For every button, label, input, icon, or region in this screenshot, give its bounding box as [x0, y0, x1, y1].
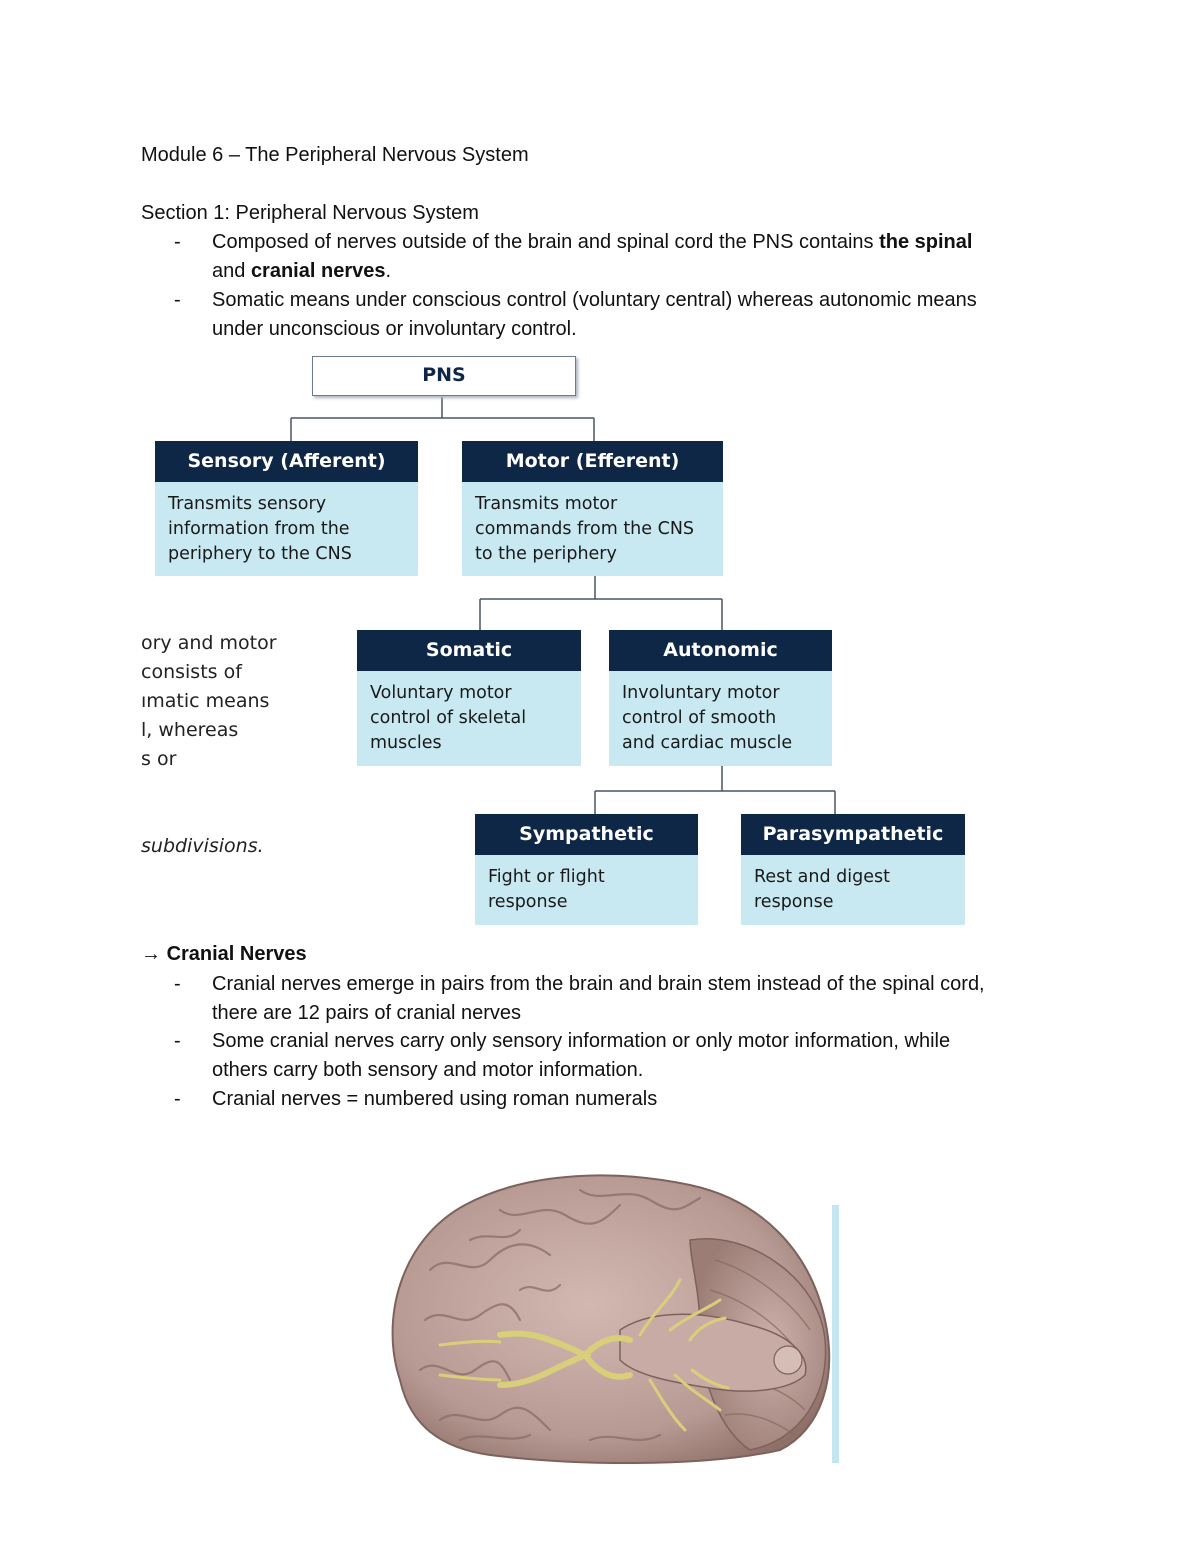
- bullet-marker: -: [174, 231, 181, 253]
- text-run: Composed of nerves outside of the brain …: [212, 231, 880, 253]
- autonomic-node-title: Autonomic: [609, 630, 832, 671]
- section-1-bullet-1: Composed of nerves outside of the brain …: [212, 228, 1052, 286]
- bullet-line: there are 12 pairs of cranial nerves: [212, 1002, 522, 1024]
- pns-connector: [290, 397, 595, 441]
- cranial-bullet-2: Some cranial nerves carry only sensory i…: [212, 1027, 1052, 1085]
- node-line: Involuntary motor: [622, 683, 780, 703]
- bullet-marker: -: [174, 1030, 181, 1052]
- node-line: periphery to the CNS: [168, 544, 352, 564]
- bullet-line: Cranial nerves emerge in pairs from the …: [212, 973, 985, 995]
- bullet-line: Somatic means under conscious control (v…: [212, 289, 977, 311]
- node-line: muscles: [370, 733, 442, 753]
- module-title: Module 6 – The Peripheral Nervous System: [141, 144, 529, 166]
- node-line: to the periphery: [475, 544, 617, 564]
- pns-root-node: PNS: [312, 356, 576, 396]
- node-line: Rest and digest: [754, 867, 890, 887]
- node-line: Voluntary motor: [370, 683, 512, 703]
- text-run: .: [385, 260, 392, 282]
- brain-inferior-view-illustration: [391, 1174, 839, 1464]
- bullet-marker: -: [174, 973, 181, 995]
- section-1-bullet-2: Somatic means under conscious control (v…: [212, 286, 1052, 344]
- bullet-line: Some cranial nerves carry only sensory i…: [212, 1030, 951, 1052]
- sympathetic-node-title: Sympathetic: [475, 814, 698, 855]
- heading-text: Cranial Nerves: [166, 943, 307, 965]
- bullet-marker: -: [174, 289, 181, 311]
- node-line: Transmits motor: [475, 494, 618, 514]
- motor-node-title: Motor (Efferent): [462, 441, 723, 482]
- bullet-line: Cranial nerves = numbered using roman nu…: [212, 1088, 658, 1110]
- cranial-bullet-1: Cranial nerves emerge in pairs from the …: [212, 970, 1052, 1028]
- cropped-text-line: consists of: [141, 661, 242, 683]
- cropped-text-line: l, whereas: [141, 719, 239, 741]
- bold-text-run: the spinal: [879, 231, 973, 253]
- bold-text-run: cranial nerves: [250, 260, 386, 282]
- cranial-nerves-heading: → Cranial Nerves: [141, 940, 307, 969]
- right-arrow-icon: →: [141, 943, 161, 965]
- bullet-line: and cranial nerves.: [212, 257, 1052, 286]
- parasympathetic-node-title: Parasympathetic: [741, 814, 965, 855]
- node-line: information from the: [168, 519, 350, 539]
- node-line: Fight or flight: [488, 867, 605, 887]
- node-line: control of skeletal: [370, 708, 527, 728]
- sympathetic-node-body: Fight or flight response: [475, 855, 698, 925]
- bullet-line: others carry both sensory and motor info…: [212, 1059, 644, 1081]
- parasympathetic-node-body: Rest and digest response: [741, 855, 965, 925]
- node-line: response: [488, 892, 568, 912]
- bullet-marker: -: [174, 1088, 181, 1110]
- autonomic-node-body: Involuntary motor control of smooth and …: [609, 671, 832, 766]
- node-line: response: [754, 892, 834, 912]
- somatic-node-title: Somatic: [357, 630, 581, 671]
- motor-connector: [479, 576, 723, 630]
- node-line: Transmits sensory: [168, 494, 327, 514]
- cropped-text-line: subdivisions.: [141, 835, 264, 857]
- cropped-text-line: ory and motor: [141, 632, 277, 654]
- motor-node-body: Transmits motor commands from the CNS to…: [462, 482, 723, 576]
- sensory-node-body: Transmits sensory information from the p…: [155, 482, 418, 576]
- image-edge-bar: [832, 1205, 839, 1463]
- cranial-bullet-3: Cranial nerves = numbered using roman nu…: [212, 1085, 1052, 1114]
- node-line: and cardiac muscle: [622, 733, 793, 753]
- sensory-node-title: Sensory (Afferent): [155, 441, 418, 482]
- somatic-node-body: Voluntary motor control of skeletal musc…: [357, 671, 581, 766]
- text-run: and: [212, 260, 251, 282]
- cropped-text-line: ımatic means: [141, 690, 270, 712]
- section-1-heading: Section 1: Peripheral Nervous System: [141, 202, 479, 224]
- node-line: commands from the CNS: [475, 519, 695, 539]
- bullet-line: under unconscious or involuntary control…: [212, 318, 577, 340]
- autonomic-connector: [594, 766, 836, 814]
- cropped-text-line: s or: [141, 748, 177, 770]
- node-line: control of smooth: [622, 708, 777, 728]
- bullet-line: Composed of nerves outside of the brain …: [212, 228, 1052, 257]
